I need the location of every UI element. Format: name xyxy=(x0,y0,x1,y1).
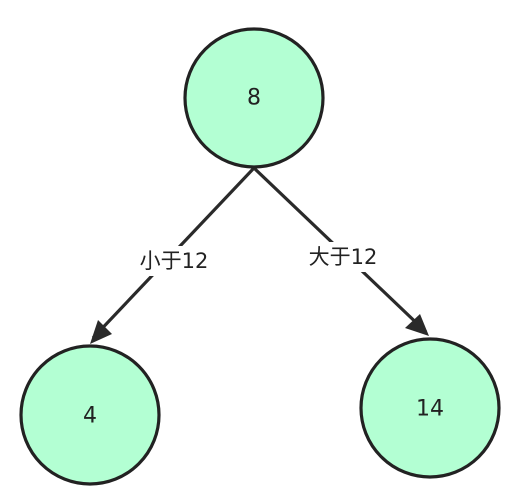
edge-label-right-text: 大于12 xyxy=(309,245,378,269)
node-left-circle xyxy=(19,344,161,486)
node-right-label: 14 xyxy=(416,397,444,422)
edge-label-left: 小于12 xyxy=(132,246,216,276)
arrowhead-left-icon xyxy=(90,320,112,344)
node-right-circle xyxy=(359,337,501,479)
edge-label-right: 大于12 xyxy=(301,242,385,272)
edge-label-left-text: 小于12 xyxy=(140,249,209,273)
node-root-label: 8 xyxy=(247,86,261,111)
node-root: 8 xyxy=(183,27,325,169)
node-left-label: 4 xyxy=(83,404,97,429)
edge-label-right-bg xyxy=(301,242,385,272)
node-right: 14 xyxy=(359,337,501,479)
node-root-circle xyxy=(183,27,325,169)
edge-label-left-bg xyxy=(132,246,216,276)
arrowhead-right-icon xyxy=(405,314,429,336)
node-left: 4 xyxy=(19,344,161,486)
